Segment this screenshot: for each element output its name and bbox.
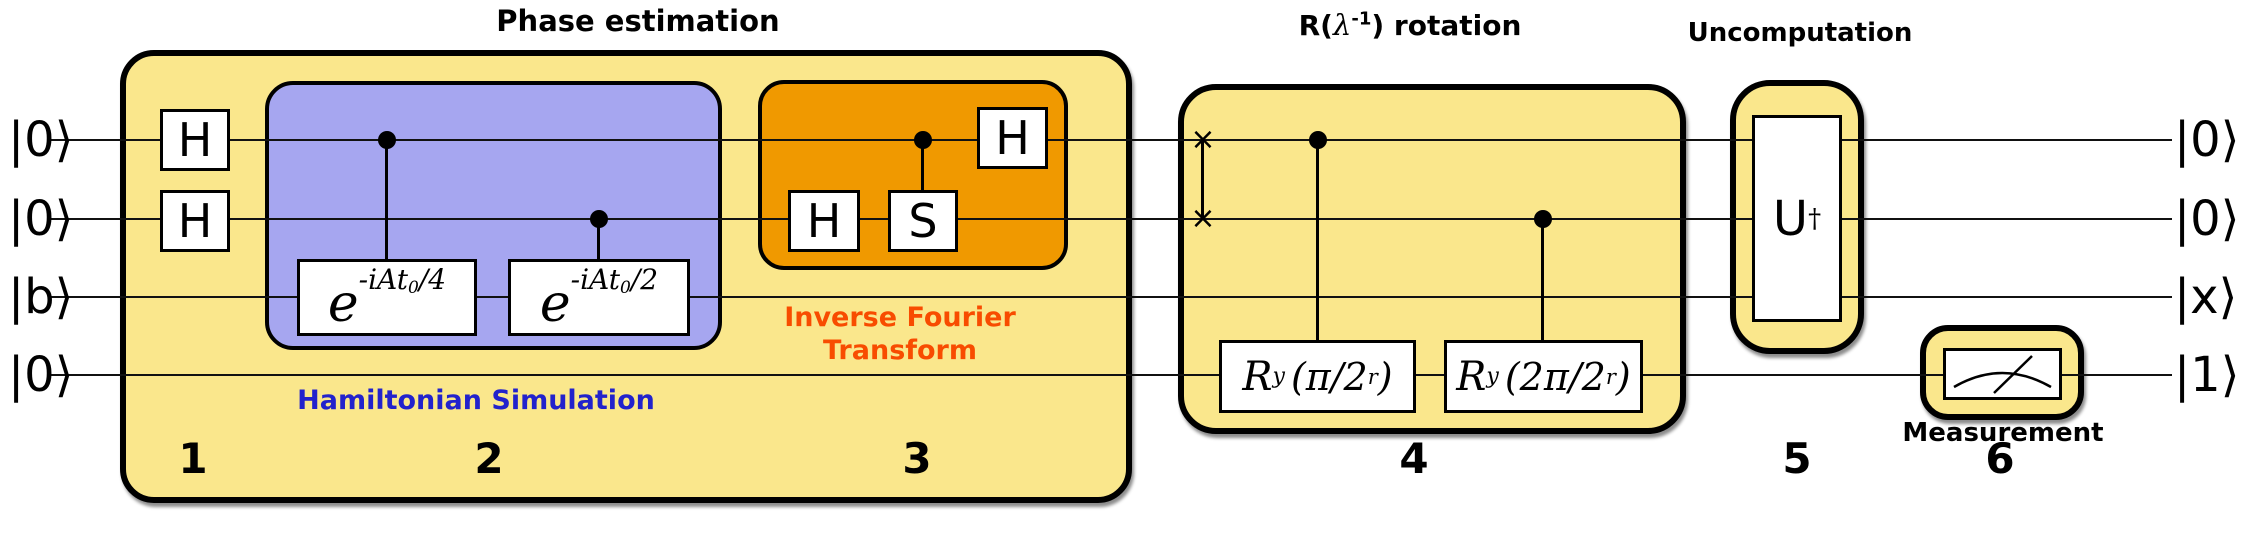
title-rotation-pre: R( — [1298, 9, 1333, 42]
gate-hadamard-q2: H — [160, 190, 230, 252]
control-dot-s — [914, 131, 932, 149]
title-rotation-post: ) rotation — [1371, 9, 1522, 42]
control-line-s — [921, 140, 924, 190]
control-dot-e2 — [590, 210, 608, 228]
gate-exp-tail: /2 — [630, 263, 659, 296]
gate-u-dagger: U† — [1752, 115, 1842, 322]
control-line-e1 — [385, 140, 388, 259]
title-phase-estimation: Phase estimation — [496, 4, 780, 38]
qubit-input-label-1: |0⟩ — [8, 112, 74, 168]
qubit-output-label-1: |0⟩ — [2174, 112, 2240, 168]
step-number-5: 5 — [1782, 434, 1812, 483]
qubit-input-label-4: |0⟩ — [8, 347, 74, 403]
gate-hadamard-label: H — [995, 111, 1030, 165]
step-number-1: 1 — [178, 434, 208, 483]
label-inverse-fourier-line1: Inverse Fourier — [784, 302, 1016, 333]
gate-hadamard-fourier-q1: H — [977, 107, 1048, 169]
qubit-wire-2 — [50, 218, 2172, 220]
gate-exp-tail: /4 — [418, 263, 447, 296]
label-hamiltonian-simulation: Hamiltonian Simulation — [297, 385, 655, 416]
title-measurement: Measurement — [1902, 418, 2104, 448]
control-line-e2 — [597, 219, 600, 259]
gate-exp-iAt0-4: e-iAt0/4 — [297, 259, 477, 336]
title-uncomputation: Uncomputation — [1687, 18, 1913, 48]
swap-cross-icon-top: × — [1190, 122, 1216, 157]
gate-s-phase: S — [888, 190, 958, 252]
gate-hadamard-label: H — [177, 113, 213, 167]
gate-u-base: U — [1772, 190, 1809, 247]
swap-line — [1201, 140, 1204, 219]
control-line-ry1 — [1316, 140, 1319, 340]
gate-exp-base: e — [327, 273, 359, 334]
qubit-output-label-3: |x⟩ — [2174, 269, 2238, 325]
gate-ry-argument: (2π/2 — [1504, 354, 1606, 399]
gate-exp-exponent: -iAt0/4 — [359, 266, 446, 297]
gate-exp-exponent-text: -iAt — [358, 263, 409, 296]
gate-exp-subscript: 0 — [408, 278, 419, 298]
gate-exp-base: e — [539, 273, 571, 334]
qubit-input-label-2: |0⟩ — [8, 191, 74, 247]
qubit-input-label-3: |b⟩ — [8, 269, 74, 325]
gate-s-label: S — [908, 194, 938, 248]
gate-hadamard-label: H — [177, 194, 213, 248]
gate-ry-subscript: y — [1486, 364, 1499, 389]
title-rotation: R(λ-1) rotation — [1258, 8, 1562, 42]
measurement-meter — [1943, 348, 2062, 400]
gate-ry-close: ) — [1615, 354, 1631, 399]
swap-cross-icon-bottom: × — [1190, 201, 1216, 236]
gate-exp-iAt0-2: e-iAt0/2 — [508, 259, 690, 336]
gate-hadamard-fourier-q2: H — [788, 190, 860, 252]
label-inverse-fourier-line2: Transform — [822, 335, 978, 366]
gate-u-dagger-symbol: † — [1808, 203, 1822, 234]
control-dot-ry2 — [1534, 210, 1552, 228]
gate-exp-exponent-text: -iAt — [570, 263, 621, 296]
qubit-wire-3 — [50, 296, 2172, 298]
control-dot-e1 — [378, 131, 396, 149]
lambda-symbol: λ — [1332, 8, 1352, 42]
step-number-6: 6 — [1985, 434, 2015, 483]
control-line-ry2 — [1541, 219, 1544, 340]
qubit-output-label-4: |1⟩ — [2174, 347, 2240, 403]
step-number-4: 4 — [1399, 434, 1429, 483]
qubit-wire-4 — [50, 374, 2172, 376]
qubit-wire-1 — [50, 139, 2172, 141]
gate-exp-subscript: 0 — [620, 278, 631, 298]
gate-ry-base: R — [1456, 353, 1487, 400]
gate-hadamard-label: H — [806, 194, 842, 248]
gate-ry-exponent: r — [1367, 364, 1378, 389]
step-number-3: 3 — [902, 434, 932, 483]
gate-ry-base: R — [1242, 353, 1273, 400]
step-number-2: 2 — [474, 434, 504, 483]
qubit-output-label-2: |0⟩ — [2174, 191, 2240, 247]
label-inverse-fourier: Inverse Fourier Transform — [749, 301, 1051, 367]
gate-ry-exponent: r — [1605, 364, 1616, 389]
gate-exp-exponent: -iAt0/2 — [571, 266, 658, 297]
gate-ry-subscript: y — [1272, 364, 1285, 389]
gate-ry-argument: (π/2 — [1290, 354, 1368, 399]
title-rotation-exponent: -1 — [1351, 8, 1372, 30]
gate-ry-close: ) — [1377, 354, 1393, 399]
meter-icon — [1953, 355, 2052, 394]
control-dot-ry1 — [1309, 131, 1327, 149]
gate-hadamard-q1: H — [160, 109, 230, 171]
